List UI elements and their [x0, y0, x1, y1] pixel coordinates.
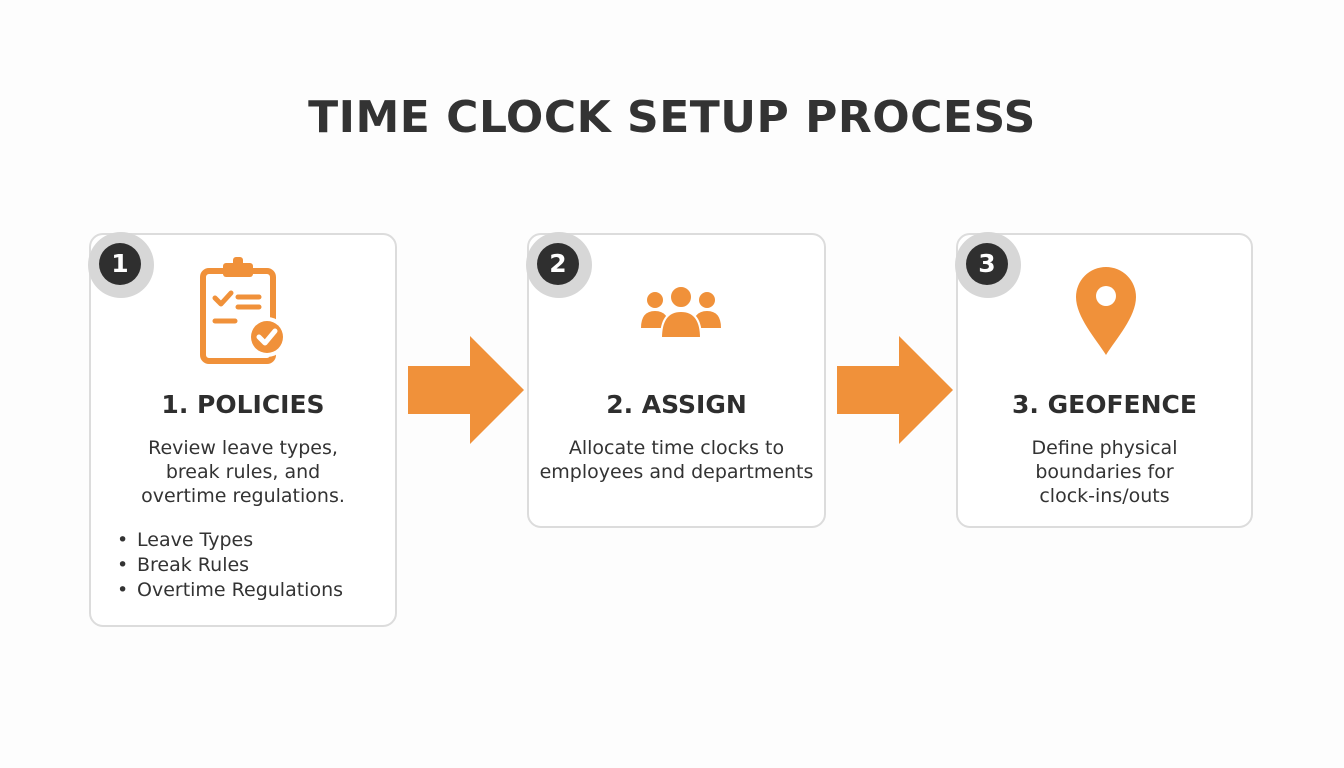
step-title: 2. ASSIGN — [606, 390, 747, 419]
step-description: Review leave types, break rules, and ove… — [91, 436, 395, 508]
step-number-badge: 1 — [99, 243, 141, 285]
step-number-badge: 2 — [537, 243, 579, 285]
arrow-right-icon — [837, 336, 953, 444]
list-item: • Leave Types — [117, 528, 343, 553]
description-line: Allocate time clocks to — [568, 437, 785, 459]
clipboard-check-icon — [200, 257, 287, 364]
description-line: break rules, and — [165, 461, 321, 483]
step-description: Allocate time clocks to employees and de… — [529, 436, 824, 484]
bullet-glyph: • — [117, 554, 129, 576]
diagram-title: TIME CLOCK SETUP PROCESS — [308, 92, 1036, 143]
location-pin-icon — [1076, 267, 1136, 355]
step-title: 1. POLICIES — [161, 390, 325, 419]
step-number-badge: 3 — [966, 243, 1008, 285]
description-line: Define physical — [1031, 437, 1178, 459]
people-group-icon — [641, 285, 721, 339]
description-line: Review leave types, — [148, 437, 338, 459]
description-line: boundaries for — [1035, 461, 1174, 483]
list-item-label: Leave Types — [137, 529, 254, 551]
bullet-glyph: • — [117, 529, 129, 551]
step-card-policies: 1 1. POLICIES Review leave types, break … — [88, 232, 397, 627]
step-title: 3. GEOFENCE — [1012, 390, 1197, 419]
step-card-geofence: 3 3. GEOFENCE Define physical boundaries… — [955, 232, 1253, 528]
step-description: Define physical boundaries for clock-ins… — [958, 436, 1251, 508]
step-badge-ring: 2 — [526, 232, 592, 298]
list-item: • Overtime Regulations — [117, 578, 343, 603]
list-item-label: Overtime Regulations — [137, 579, 344, 601]
arrow-right-icon — [408, 336, 524, 444]
description-line: overtime regulations. — [141, 485, 345, 507]
list-item-label: Break Rules — [137, 554, 250, 576]
bullet-glyph: • — [117, 579, 129, 601]
description-line: clock-ins/outs — [1039, 485, 1170, 507]
list-item: • Break Rules — [117, 553, 343, 578]
step-badge-ring: 3 — [955, 232, 1021, 298]
step-badge-ring: 1 — [88, 232, 154, 298]
description-line: employees and departments — [539, 461, 814, 483]
policy-bullet-list: • Leave Types • Break Rules • Overtime Regu… — [117, 528, 343, 603]
step-card-assign: 2 2. ASSIGN Allocate time clocks to empl… — [526, 232, 826, 528]
